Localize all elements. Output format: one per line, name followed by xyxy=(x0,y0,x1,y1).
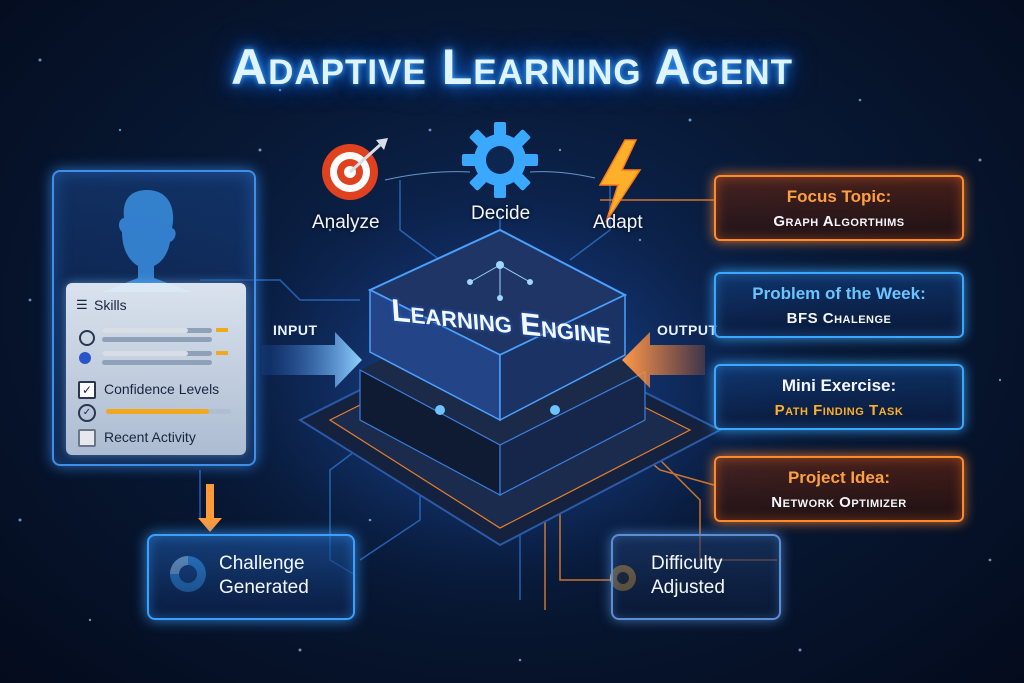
problem-of-week-value: BFS Chalenge xyxy=(786,310,892,327)
input-label: INPUT xyxy=(273,322,318,338)
skill-heart-icon xyxy=(79,352,91,364)
focus-topic-heading: Focus Topic: xyxy=(786,187,892,206)
challenge-line1: Challenge xyxy=(219,553,305,574)
input-arrow xyxy=(262,332,362,388)
recent-activity-checkbox[interactable] xyxy=(78,429,96,447)
difficulty-adjusted-box: Difficulty Adjusted xyxy=(611,534,781,620)
page-title: Adaptive Learning Agent xyxy=(231,39,793,95)
problem-of-week-heading: Problem of the Week: xyxy=(752,284,926,303)
skills-label: Skills xyxy=(94,297,127,313)
skills-icon: ☰ xyxy=(76,297,88,312)
mini-exercise-value: Path Finding Task xyxy=(774,402,904,419)
target-icon xyxy=(322,138,388,200)
problem-of-week-box: Problem of the Week: BFS Chalenge xyxy=(714,272,964,338)
skill-bar-1 xyxy=(102,328,212,333)
confidence-label: Confidence Levels xyxy=(104,381,220,397)
confidence-checkbox[interactable]: ✓ xyxy=(78,381,96,399)
gear-icon xyxy=(462,122,538,198)
decide-label: Decide xyxy=(471,203,531,224)
mini-exercise-box: Mini Exercise: Path Finding Task xyxy=(714,364,964,430)
skill-circle-icon xyxy=(79,330,95,346)
project-idea-box: Project Idea: Network Optimizer xyxy=(714,456,964,522)
focus-topic-box: Focus Topic: Graph Algorthims xyxy=(714,175,964,241)
skill-bar-2 xyxy=(102,351,212,356)
mini-exercise-heading: Mini Exercise: xyxy=(781,376,897,395)
analyze-label: Analyze xyxy=(312,212,380,233)
difficulty-line1: Difficulty xyxy=(651,553,723,574)
output-arrow xyxy=(622,332,705,388)
skill-marker-2 xyxy=(216,351,228,355)
recent-activity-label: Recent Activity xyxy=(104,429,196,445)
skills-card: ☰ Skills ✓ Confidence Levels ✓ Recent Ac… xyxy=(66,283,246,455)
confidence-bar xyxy=(106,409,231,414)
focus-topic-value: Graph Algorthims xyxy=(773,213,905,230)
confidence-check-icon: ✓ xyxy=(78,404,96,422)
skill-bar-1b xyxy=(102,337,212,342)
user-avatar-icon xyxy=(102,190,192,292)
lightning-icon xyxy=(598,139,642,223)
adapt-label: Adapt xyxy=(593,212,643,233)
challenge-generated-box: Challenge Generated xyxy=(147,534,355,620)
difficulty-line2: Adjusted xyxy=(651,577,725,598)
down-arrow xyxy=(198,484,222,532)
project-idea-value: Network Optimizer xyxy=(771,494,907,511)
skill-marker-1 xyxy=(216,328,228,332)
learning-engine-chip xyxy=(297,228,723,547)
output-label: OUTPUT xyxy=(657,322,718,338)
challenge-line2: Generated xyxy=(219,577,309,598)
project-idea-heading: Project Idea: xyxy=(787,468,891,487)
skill-bar-2b xyxy=(102,360,212,365)
